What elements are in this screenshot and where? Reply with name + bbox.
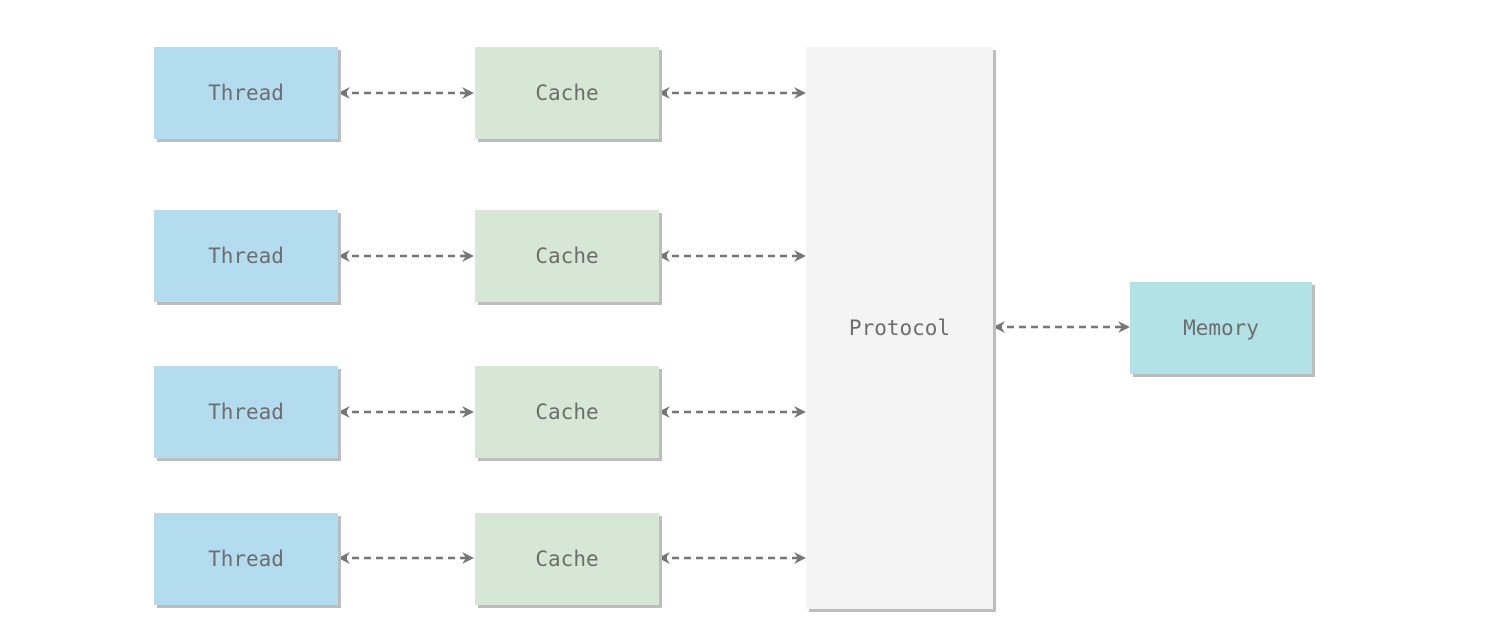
thread-box-3: Thread [154,366,338,458]
cache-label: Cache [535,400,599,424]
thread-label: Thread [208,400,284,424]
protocol-box: Protocol [806,47,993,609]
thread-label: Thread [208,547,284,571]
memory-label: Memory [1183,316,1259,340]
thread-box-2: Thread [154,210,338,302]
memory-box: Memory [1130,282,1312,374]
thread-box-1: Thread [154,47,338,139]
cache-box-1: Cache [475,47,659,139]
protocol-label: Protocol [848,316,951,340]
cache-label: Cache [535,547,599,571]
cache-box-2: Cache [475,210,659,302]
cache-box-3: Cache [475,366,659,458]
cache-label: Cache [535,81,599,105]
thread-box-4: Thread [154,513,338,605]
cache-label: Cache [535,244,599,268]
thread-label: Thread [208,244,284,268]
thread-label: Thread [208,81,284,105]
cache-box-4: Cache [475,513,659,605]
